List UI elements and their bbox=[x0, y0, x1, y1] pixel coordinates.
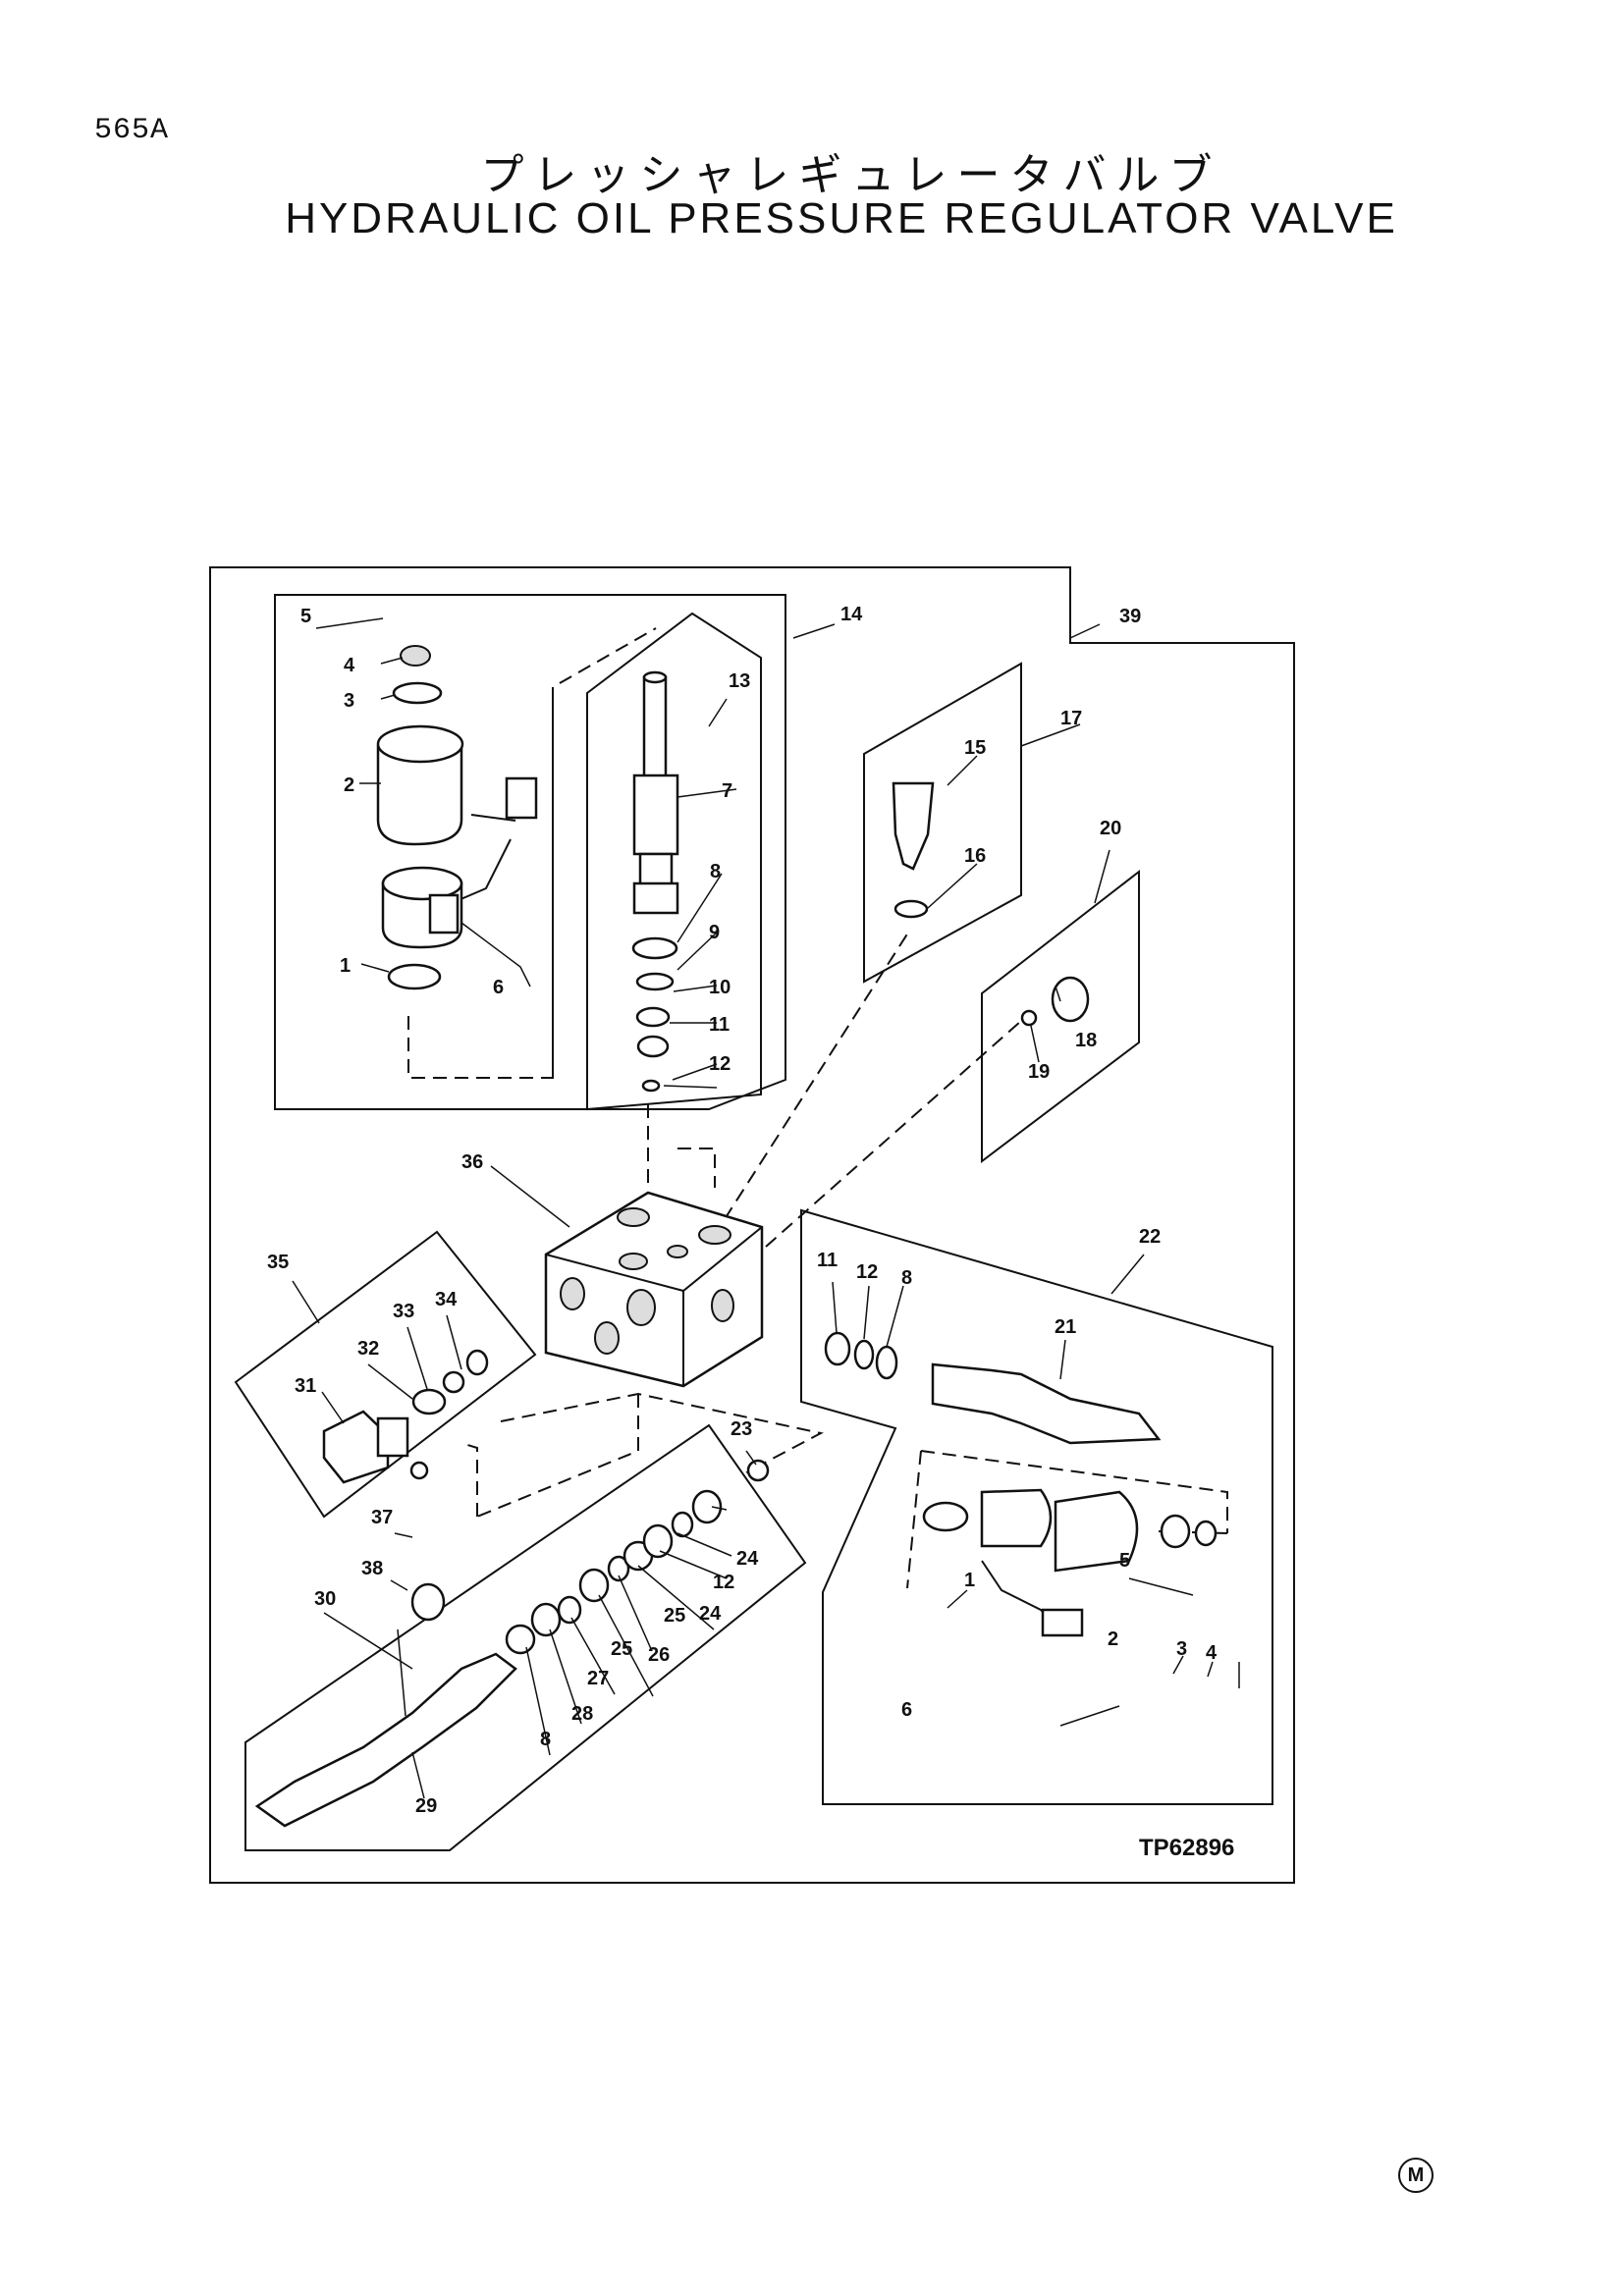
callout-2: 2 bbox=[344, 774, 354, 796]
title-english: HYDRAULIC OIL PRESSURE REGULATOR VALVE bbox=[285, 194, 1398, 242]
callout-11: 11 bbox=[709, 1014, 730, 1036]
page-number: 565A bbox=[94, 114, 170, 147]
callout-7: 7 bbox=[722, 780, 732, 802]
callout-11-right: 11 bbox=[817, 1250, 838, 1271]
spool-30 bbox=[254, 1459, 770, 1828]
cartridge-21 bbox=[824, 1331, 1162, 1445]
group-box-solenoid-top bbox=[274, 594, 786, 1110]
callout-6: 6 bbox=[493, 977, 504, 998]
callout-21: 21 bbox=[1055, 1316, 1076, 1338]
solenoid-top bbox=[376, 645, 538, 990]
callout-9: 9 bbox=[709, 922, 720, 943]
group-box-20 bbox=[981, 869, 1140, 1164]
callout-20: 20 bbox=[1100, 818, 1121, 839]
callout-24-a: 24 bbox=[736, 1548, 759, 1570]
callout-25-a: 25 bbox=[664, 1605, 685, 1627]
plug-31-34 bbox=[322, 1349, 489, 1484]
title-japanese: プレッシャレギュレータバルブ bbox=[480, 150, 1222, 200]
callout-4: 4 bbox=[344, 655, 355, 676]
outer-assembly-frame bbox=[209, 566, 1295, 1884]
dashed-path-20 bbox=[765, 1020, 1022, 1248]
callout-22: 22 bbox=[1139, 1226, 1161, 1248]
dashed-path-solenoid bbox=[407, 627, 657, 1079]
callout-37: 37 bbox=[371, 1507, 393, 1528]
callout-31: 31 bbox=[295, 1375, 316, 1397]
callout-1: 1 bbox=[340, 955, 351, 977]
callout-8-right: 8 bbox=[901, 1267, 912, 1289]
callout-6-bottom: 6 bbox=[901, 1699, 912, 1721]
group-box-14 bbox=[586, 612, 762, 1111]
callout-24-b: 24 bbox=[699, 1603, 722, 1625]
solenoid-bottom bbox=[922, 1488, 1218, 1637]
group-box-35 bbox=[234, 1230, 537, 1519]
callout-8-bottom: 8 bbox=[540, 1729, 551, 1750]
callout-28: 28 bbox=[571, 1703, 593, 1725]
plug-18-19 bbox=[1020, 976, 1090, 1027]
group-box-17 bbox=[863, 662, 1022, 984]
callout-13: 13 bbox=[729, 670, 750, 692]
callout-16: 16 bbox=[964, 845, 986, 867]
manufacturer-mark: M bbox=[1398, 2158, 1434, 2193]
callout-12-right: 12 bbox=[856, 1261, 878, 1283]
callout-14: 14 bbox=[840, 604, 863, 625]
callout-34: 34 bbox=[435, 1289, 458, 1310]
callout-36: 36 bbox=[461, 1151, 483, 1173]
callout-15: 15 bbox=[964, 737, 986, 759]
callout-1-bottom: 1 bbox=[964, 1570, 975, 1591]
callout-12-bottom: 12 bbox=[713, 1572, 734, 1593]
dashed-path-30 bbox=[460, 1392, 824, 1518]
callout-29: 29 bbox=[415, 1795, 437, 1817]
callout-27: 27 bbox=[587, 1668, 609, 1689]
callout-3: 3 bbox=[344, 690, 354, 712]
callout-19: 19 bbox=[1028, 1061, 1050, 1083]
dashed-path-spool bbox=[647, 1104, 716, 1188]
drawing-code: TP62896 bbox=[1139, 1835, 1234, 1861]
callout-33: 33 bbox=[393, 1301, 414, 1322]
callout-8: 8 bbox=[710, 861, 721, 882]
spool-column bbox=[631, 670, 679, 1093]
valve-15-16 bbox=[892, 781, 935, 919]
leader-lines bbox=[292, 617, 1240, 1799]
callout-39: 39 bbox=[1119, 606, 1141, 627]
group-box-22 bbox=[800, 1208, 1273, 1805]
callout-5: 5 bbox=[300, 606, 311, 627]
callout-12: 12 bbox=[709, 1053, 731, 1075]
group-box-30 bbox=[244, 1423, 807, 1851]
callout-30: 30 bbox=[314, 1588, 336, 1610]
callout-23: 23 bbox=[731, 1418, 752, 1440]
callout-25-b: 25 bbox=[611, 1638, 632, 1660]
callout-38: 38 bbox=[361, 1558, 383, 1579]
callout-35: 35 bbox=[267, 1252, 289, 1273]
callout-18: 18 bbox=[1075, 1030, 1097, 1051]
callout-17: 17 bbox=[1060, 708, 1082, 729]
callout-10: 10 bbox=[709, 977, 731, 998]
manifold-block bbox=[544, 1191, 764, 1388]
callout-3-bottom: 3 bbox=[1176, 1638, 1187, 1660]
callout-32: 32 bbox=[357, 1338, 379, 1360]
callout-5-bottom: 5 bbox=[1119, 1550, 1130, 1572]
dashed-path-17 bbox=[724, 932, 909, 1220]
callout-26: 26 bbox=[648, 1644, 670, 1666]
callout-2-bottom: 2 bbox=[1108, 1629, 1118, 1650]
callout-4-bottom: 4 bbox=[1206, 1642, 1218, 1664]
